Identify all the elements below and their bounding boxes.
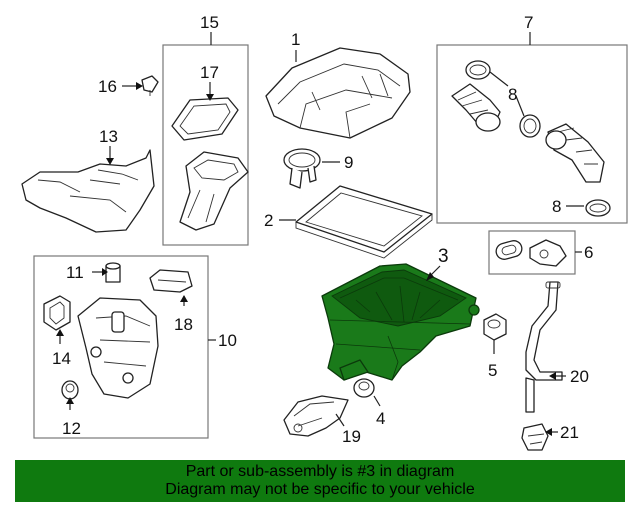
part-20-vent-hose[interactable]: [525, 281, 563, 413]
banner-line-1: Part or sub-assembly is #3 in diagram: [185, 463, 455, 480]
part-14-seal[interactable]: [43, 295, 71, 331]
callout-6: 6: [584, 243, 593, 262]
part-8-clamp-middle[interactable]: [519, 114, 541, 138]
callout-4: 4: [376, 409, 385, 428]
callout-19: 19: [342, 427, 361, 446]
callout-20: 20: [570, 367, 589, 386]
part-2-air-filter[interactable]: [295, 185, 433, 259]
highlight-banner: Part or sub-assembly is #3 in diagram Di…: [15, 460, 625, 502]
callout-3: 3: [438, 246, 449, 267]
part-19-bracket[interactable]: [283, 395, 349, 437]
callout-21: 21: [560, 423, 579, 442]
part-6-sensor[interactable]: [494, 239, 567, 267]
part-4-grommet[interactable]: [353, 378, 375, 398]
group-box-10: [33, 255, 209, 439]
part-15-duct[interactable]: [179, 151, 249, 231]
callout-9: 9: [344, 153, 353, 172]
part-7-outlet-duct[interactable]: [451, 83, 605, 183]
banner-line-2: Diagram may not be specific to your vehi…: [165, 481, 475, 498]
group-box-7: [436, 44, 628, 224]
part-10-resonator[interactable]: [77, 297, 159, 399]
part-3-air-cleaner-housing[interactable]: [321, 263, 480, 381]
callout-17: 17: [200, 63, 219, 82]
callout-8-upper: 8: [508, 85, 517, 104]
callout-10: 10: [218, 331, 237, 350]
group-box-15: [162, 44, 249, 246]
callout-18: 18: [174, 315, 193, 334]
part-1-air-cleaner-cover[interactable]: [265, 47, 411, 139]
part-21-connector[interactable]: [521, 423, 549, 451]
callout-2: 2: [264, 211, 273, 230]
part-8-clamp-lower[interactable]: [585, 199, 611, 217]
callout-15: 15: [200, 13, 219, 32]
part-18-plug[interactable]: [149, 269, 193, 293]
part-12-grommet[interactable]: [61, 380, 79, 400]
part-11-pin[interactable]: [105, 262, 121, 283]
callout-13: 13: [99, 127, 118, 146]
part-17-seal[interactable]: [171, 97, 239, 141]
callout-7: 7: [524, 13, 533, 32]
callout-14: 14: [52, 349, 71, 368]
part-8-clamp-upper[interactable]: [465, 60, 491, 80]
callout-12: 12: [62, 419, 81, 438]
callout-16: 16: [98, 77, 117, 96]
callout-11: 11: [66, 263, 84, 282]
callout-5: 5: [488, 361, 497, 380]
part-16-push-pin[interactable]: [141, 75, 159, 96]
callout-8-lower: 8: [552, 197, 561, 216]
part-5-grommet[interactable]: [483, 313, 507, 341]
part-13-inlet-duct[interactable]: [21, 149, 155, 233]
part-9-clamp[interactable]: [283, 148, 321, 189]
callout-1: 1: [291, 30, 300, 49]
